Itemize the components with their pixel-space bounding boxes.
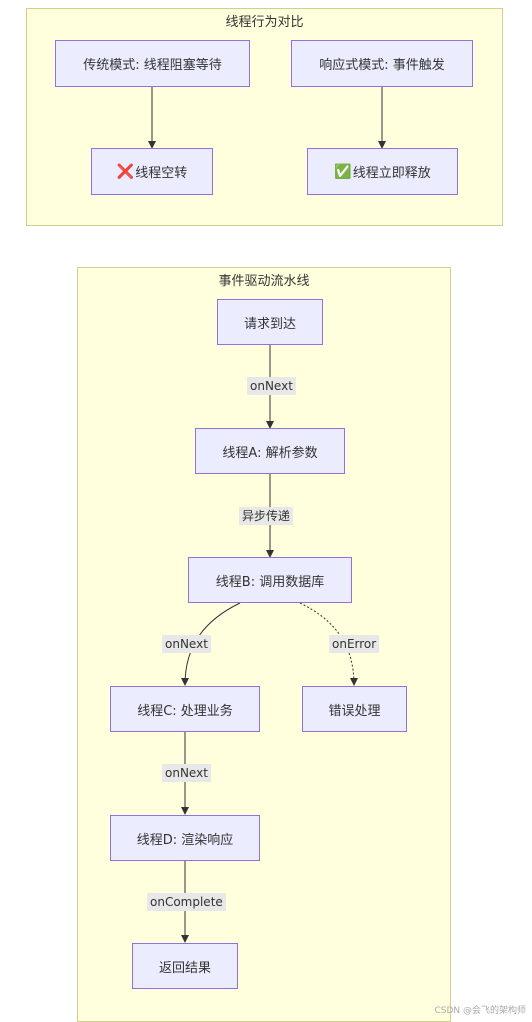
node-reactive-mode: 响应式模式: 事件触发 <box>291 40 473 87</box>
node-thread-b: 线程B: 调用数据库 <box>188 557 352 603</box>
node-label: 线程B: 调用数据库 <box>215 574 325 590</box>
node-traditional-mode: 传统模式: 线程阻塞等待 <box>55 40 250 87</box>
node-error-handling: 错误处理 <box>302 686 407 732</box>
node-label: 线程立即释放 <box>352 166 431 181</box>
edge-label-async-pass: 异步传递 <box>239 507 294 525</box>
node-label: 错误处理 <box>328 703 381 719</box>
node-thread-d: 线程D: 渲染响应 <box>110 815 260 861</box>
node-thread-a: 线程A: 解析参数 <box>195 428 345 474</box>
node-label: 线程D: 渲染响应 <box>136 832 234 848</box>
edge-label-oncomplete: onComplete <box>147 893 226 911</box>
edge-label-onnext: onNext <box>162 635 211 653</box>
watermark: CSDN @会飞的架构师 <box>434 1006 526 1016</box>
node-label: 请求到达 <box>243 316 296 332</box>
check-mark-icon: ✅ <box>334 163 352 180</box>
node-label: 传统模式: 线程阻塞等待 <box>83 58 222 73</box>
node-thread-idle: ❌ 线程空转 <box>91 148 213 195</box>
node-label: 线程A: 解析参数 <box>222 445 318 461</box>
cluster-title: 线程行为对比 <box>225 15 304 30</box>
node-return-result: 返回结果 <box>132 943 238 989</box>
edge-label-onnext: onNext <box>247 377 296 395</box>
node-label: 响应式模式: 事件触发 <box>319 58 445 73</box>
node-thread-c: 线程C: 处理业务 <box>110 686 260 732</box>
node-request-arrives: 请求到达 <box>217 299 323 345</box>
edge-label-onerror: onError <box>329 635 380 653</box>
edge-label-onnext: onNext <box>162 764 211 782</box>
node-label: 线程空转 <box>135 166 188 181</box>
node-label: 返回结果 <box>158 960 211 976</box>
cross-mark-icon: ❌ <box>116 163 135 180</box>
cluster-title: 事件驱动流水线 <box>218 274 310 289</box>
node-thread-release: ✅ 线程立即释放 <box>307 148 458 195</box>
node-label: 线程C: 处理业务 <box>137 703 233 719</box>
